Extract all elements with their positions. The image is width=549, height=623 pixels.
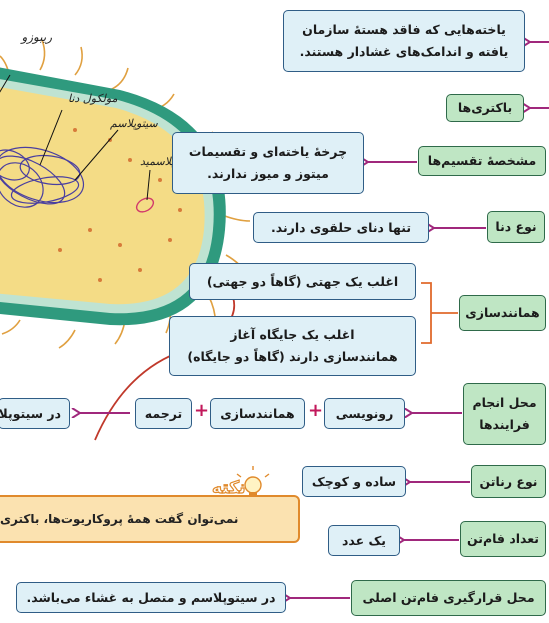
chromosome-location-label: محل قرارگیری فام‌تن اصلی — [351, 580, 546, 616]
ribosome-type-box: ساده و کوچک — [302, 466, 406, 497]
chromosome-count-label: تعداد فام‌تن — [460, 521, 546, 557]
note-box: نمی‌توان گفت همهٔ پروکاریوت‌ها، باکتری — [0, 495, 300, 543]
ribosome-type-label: نوع رناتن — [471, 465, 546, 498]
chromosome-count-box: یک عدد — [328, 525, 400, 556]
chromosome-location-box: در سیتوپلاسم و متصل به غشاء می‌باشد. — [16, 582, 286, 613]
